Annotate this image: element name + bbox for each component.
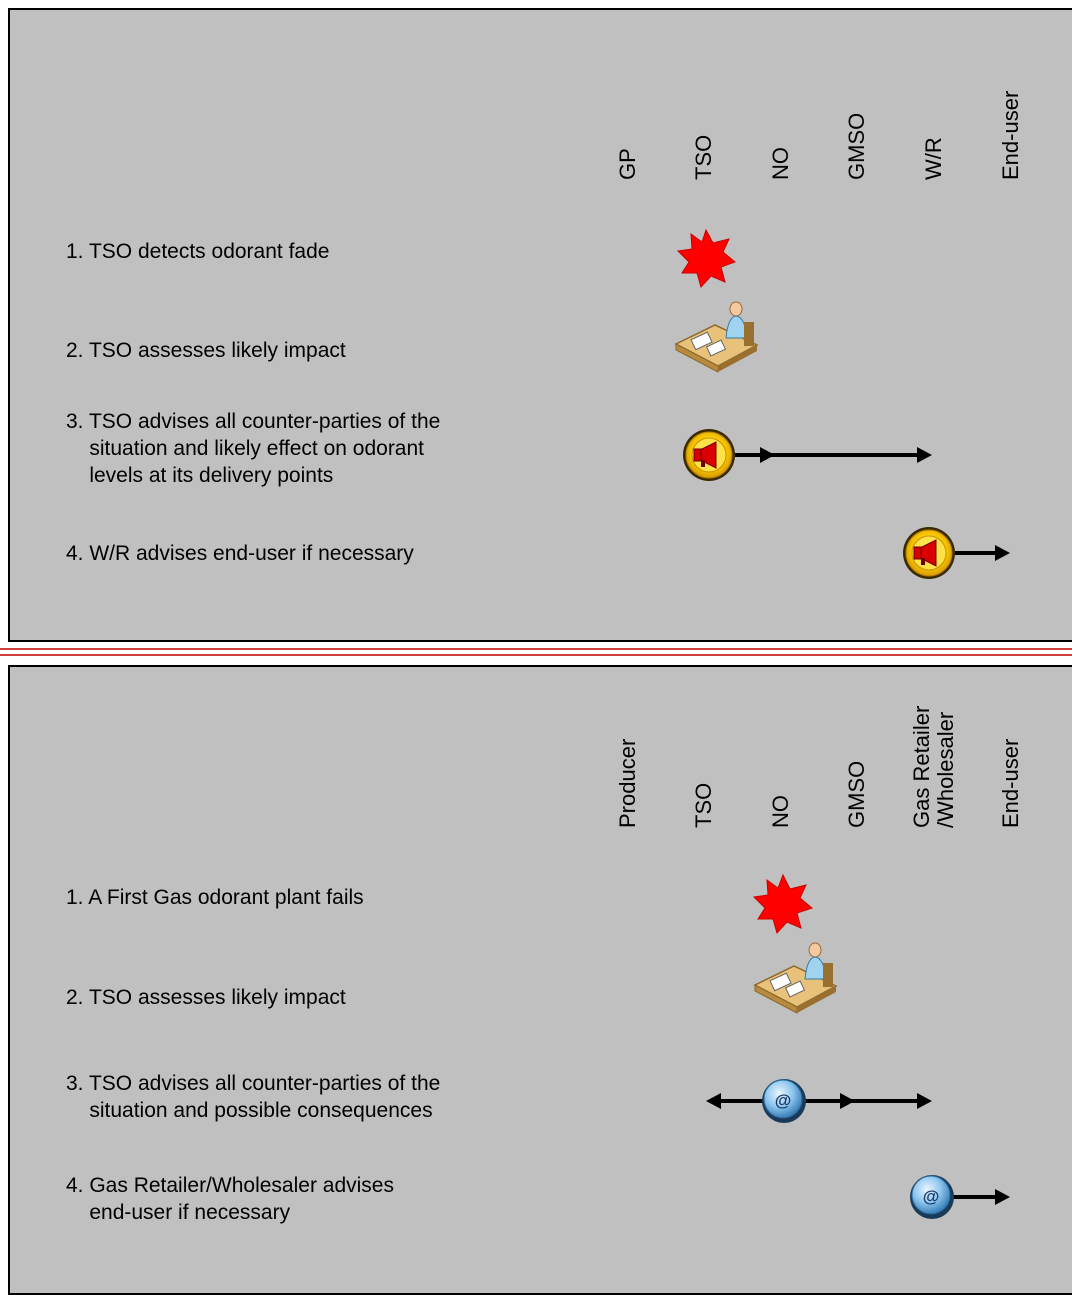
- step-4-text: 4. Gas Retailer/Wholesaler advises end-u…: [66, 1174, 394, 1224]
- person-at-desk-icon: [674, 301, 759, 373]
- arrow-tso-to-wr: [735, 447, 932, 463]
- scenario-panel-odorant-fade: [8, 8, 1072, 642]
- arrow-wr-to-end-user: [955, 545, 1010, 561]
- megaphone-icon: [683, 429, 735, 481]
- svg-text:@: @: [923, 1187, 940, 1206]
- arrow-tso-to-counterparties: [706, 1093, 932, 1109]
- step-1-text: 1. A First Gas odorant plant fails: [66, 886, 364, 909]
- megaphone-icon: [903, 527, 955, 579]
- step-4-text: 4. W/R advises end-user if necessary: [66, 542, 414, 565]
- red-star-burst-icon: [676, 228, 736, 289]
- step-1-text: 1. TSO detects odorant fade: [66, 240, 330, 263]
- person-at-desk-icon: [753, 942, 838, 1014]
- arrow-retailer-to-end-user: [950, 1189, 1010, 1205]
- svg-text:@: @: [775, 1091, 792, 1110]
- email-at-icon: @: [910, 1175, 954, 1219]
- step-2-text: 2. TSO assesses likely impact: [66, 339, 346, 362]
- red-star-burst-icon: [752, 873, 814, 935]
- panel-divider: [0, 646, 1072, 662]
- step-3-text: 3. TSO advises all counter-parties of th…: [66, 410, 441, 487]
- email-at-icon: @: [762, 1079, 806, 1123]
- step-2-text: 2. TSO assesses likely impact: [66, 986, 346, 1009]
- step-3-text: 3. TSO advises all counter-parties of th…: [66, 1072, 441, 1122]
- scenario-panel-plant-failure: [8, 665, 1072, 1295]
